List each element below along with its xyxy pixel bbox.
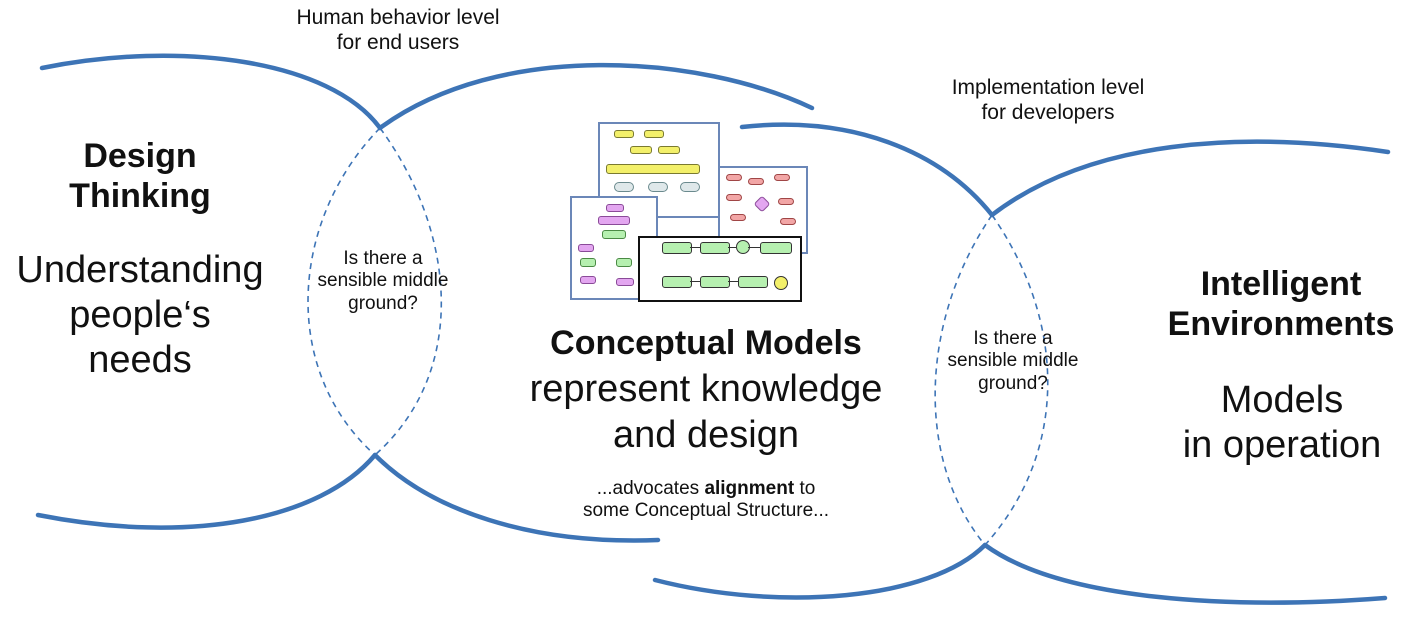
right-middle-bottom-arc xyxy=(652,542,988,600)
left-middle-question: Is there a sensible middle ground? xyxy=(317,248,449,314)
right-circle-top-arc xyxy=(989,139,1391,218)
bpmn-thumbnail xyxy=(638,236,802,302)
left-circle-bottom-arc xyxy=(35,452,378,530)
intelligent-environments-subtitle: Models in operation xyxy=(1182,379,1382,466)
conceptual-models-subtitle: represent knowledge and design xyxy=(529,368,883,456)
right-middle-question: Is there a sensible middle ground? xyxy=(947,328,1079,394)
alignment-note: ...advocates alignment to some Conceptua… xyxy=(536,478,876,523)
design-thinking-subtitle: Understanding people‘s needs xyxy=(16,249,264,381)
alignment-note-bold: alignment xyxy=(704,478,795,499)
right-circle-dashed-arc xyxy=(934,214,993,546)
model-thumbnails xyxy=(568,120,808,302)
middle-circle-bottom-arc xyxy=(372,452,661,543)
middle-circle-top-arc xyxy=(377,62,815,131)
alignment-note-prefix: ...advocates xyxy=(596,478,705,499)
left-circle-dashed-arc xyxy=(374,127,443,456)
caption-implementation: Implementation level for developers xyxy=(951,76,1145,124)
right-circle-bottom-arc xyxy=(982,542,1388,605)
alignment-note-suffix: to some Conceptual Structure... xyxy=(582,478,830,522)
design-thinking-heading: Design Thinking xyxy=(69,137,211,216)
conceptual-models-heading: Conceptual Models xyxy=(550,324,862,362)
caption-human-behavior: Human behavior level for end users xyxy=(296,6,500,54)
intelligent-environments-heading: Intelligent Environments xyxy=(1167,265,1395,344)
right-middle-dashed-arc xyxy=(984,214,1049,546)
left-circle-top-arc xyxy=(39,53,383,131)
right-middle-top-arc xyxy=(739,122,995,218)
